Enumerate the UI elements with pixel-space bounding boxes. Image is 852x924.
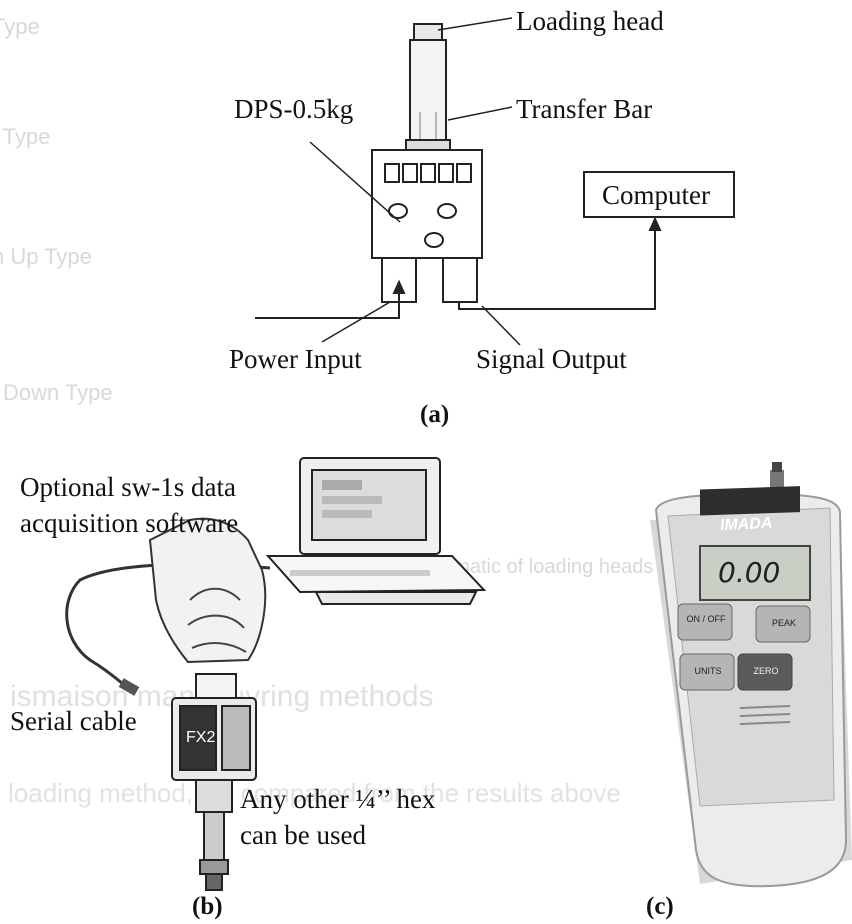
hex-label-line1: Any other ¼’’ hex bbox=[240, 786, 435, 813]
transfer-bar-label: Transfer Bar bbox=[516, 96, 652, 123]
caption-b: (b) bbox=[192, 894, 223, 919]
units-key-label: UNITS bbox=[686, 666, 730, 676]
signal-connector bbox=[443, 258, 477, 302]
caption-c: (c) bbox=[646, 894, 674, 919]
svg-text:FX2: FX2 bbox=[186, 729, 215, 746]
on-off-key-label: ON / OFF bbox=[684, 614, 728, 624]
power-input-label: Power Input bbox=[229, 346, 362, 373]
caption-a: (a) bbox=[420, 402, 449, 427]
force-gauge-b: FX2 bbox=[172, 674, 256, 890]
computer-monitor bbox=[268, 458, 484, 604]
transfer-bar bbox=[410, 40, 446, 152]
computer-label: Computer bbox=[602, 182, 710, 209]
serial-cable-label: Serial cable bbox=[10, 708, 137, 735]
hex-label-line2: can be used bbox=[240, 822, 366, 849]
software-label-line2: acquisition software bbox=[20, 510, 238, 537]
lcd-value: 0.00 bbox=[718, 556, 780, 589]
zero-key-label: ZERO bbox=[744, 666, 788, 676]
signal-output-label: Signal Output bbox=[476, 346, 627, 373]
loading-head-label: Loading head bbox=[516, 8, 664, 35]
software-label-line1: Optional sw-1s data bbox=[20, 474, 236, 501]
peak-key-label: PEAK bbox=[762, 618, 806, 628]
imada-brand-label: IMADA bbox=[720, 515, 773, 536]
device-label: DPS-0.5kg bbox=[234, 96, 353, 123]
